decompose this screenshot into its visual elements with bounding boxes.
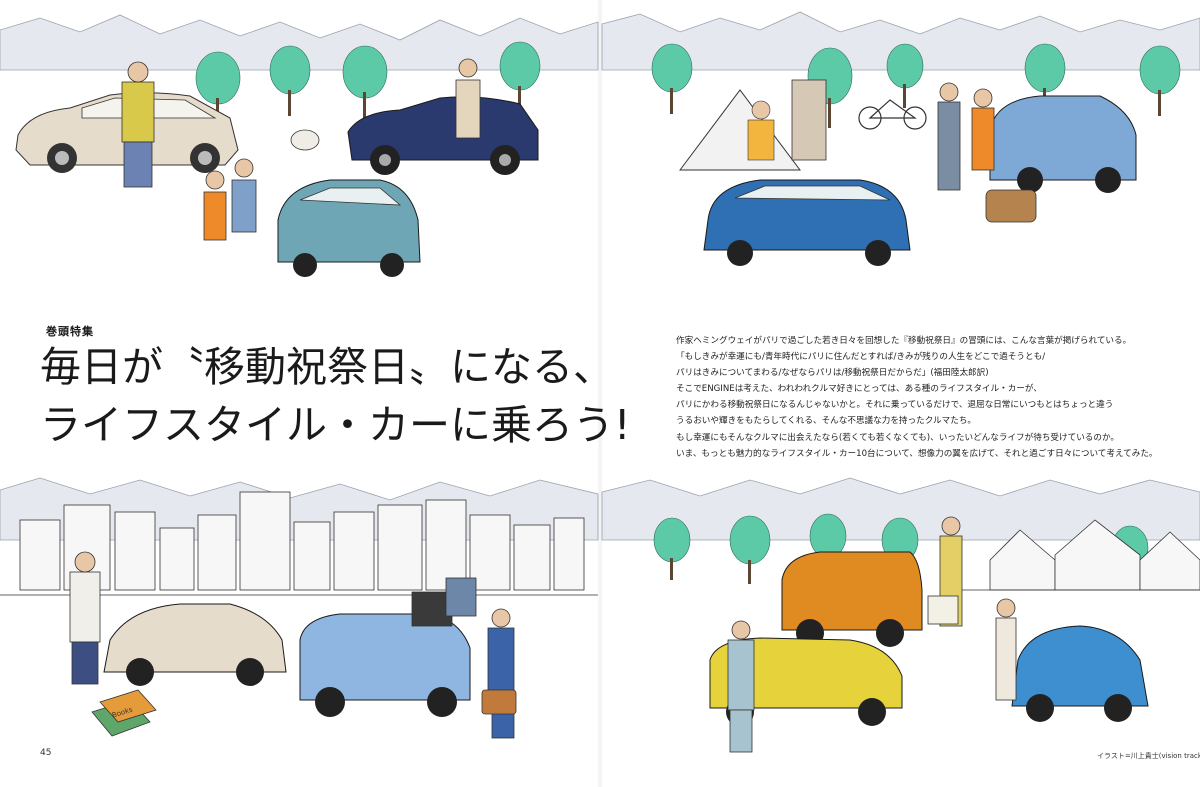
lead-line: そこでENGINEは考えた、われわれクルマ好きにとっては、ある種のライフスタイル… xyxy=(676,384,1042,395)
lead-paragraph: 作家ヘミングウェイがパリで過ごした若き日々を回想した『移動祝祭日』の冒頭には、こ… xyxy=(676,333,1176,462)
bicycle-icon xyxy=(858,99,927,130)
camping-tent-illustration xyxy=(679,89,801,171)
lead-line: パリはきみについてまわる/なぜならパリは/移動祝祭日だからだ」(福田陸太郎訳) xyxy=(676,368,989,379)
blue-beetle-illustration xyxy=(1011,625,1149,722)
books-illustration xyxy=(91,689,157,737)
blue-mini-crossover-illustration xyxy=(703,179,911,266)
tree-icons-top-right xyxy=(651,43,1181,128)
people-illustration-bottom-right xyxy=(727,516,1017,753)
people-illustration-bottom-left xyxy=(69,551,517,739)
lead-line: 作家ヘミングウェイがパリで過ごした若き日々を回想した『移動祝祭日』の冒頭には、こ… xyxy=(676,336,1132,346)
navy-roadster-illustration xyxy=(347,96,539,175)
section-kicker: 巻頭特集 xyxy=(46,325,94,338)
page-number: 45 xyxy=(40,748,52,758)
lead-line: 「もしきみが幸運にも/青年時代にパリに住んだとすれば/きみが残りの人生をどこで過… xyxy=(676,352,1046,363)
people-illustration-top-right xyxy=(791,79,1037,223)
lead-line: うるおいや輝きをもたらしてくれる、そんな不思議な力を持ったクルマたち。 xyxy=(676,416,977,427)
lead-line: パリにかわる移動祝祭日になるんじゃないかと。それに乗っているだけで、退屈な日常に… xyxy=(676,400,1114,411)
illustration-credit: イラスト=川上貴士(vision track) xyxy=(1097,752,1200,760)
city-skyline-illustration xyxy=(0,491,598,596)
people-illustration-top-left xyxy=(121,58,481,241)
feature-headline: 毎日が〝移動祝祭日〟になる、 ライフスタイル・カーに乗ろう! xyxy=(40,338,631,454)
page-gutter xyxy=(597,0,603,787)
teal-city-car-illustration xyxy=(277,179,421,277)
houses-illustration xyxy=(960,519,1200,591)
lead-line: いま、もっとも魅力的なライフスタイル・カー10台について、想像力の翼を広げて、そ… xyxy=(676,448,1158,459)
light-blue-luxury-suv-illustration xyxy=(299,613,471,717)
beige-sports-coupe-illustration xyxy=(103,603,287,686)
tree-icons-top-left xyxy=(195,41,541,128)
headline-line-2: ライフスタイル・カーに乗ろう! xyxy=(40,401,631,449)
lead-line: もし幸運にもそんなクルマに出会えたなら(若くても若くなくても)、いったいどんなラ… xyxy=(676,432,1120,443)
light-blue-suv-illustration xyxy=(989,95,1137,193)
headline-line-1: 毎日が〝移動祝祭日〟になる、 xyxy=(40,343,614,391)
orange-compact-suv-illustration xyxy=(781,551,923,647)
